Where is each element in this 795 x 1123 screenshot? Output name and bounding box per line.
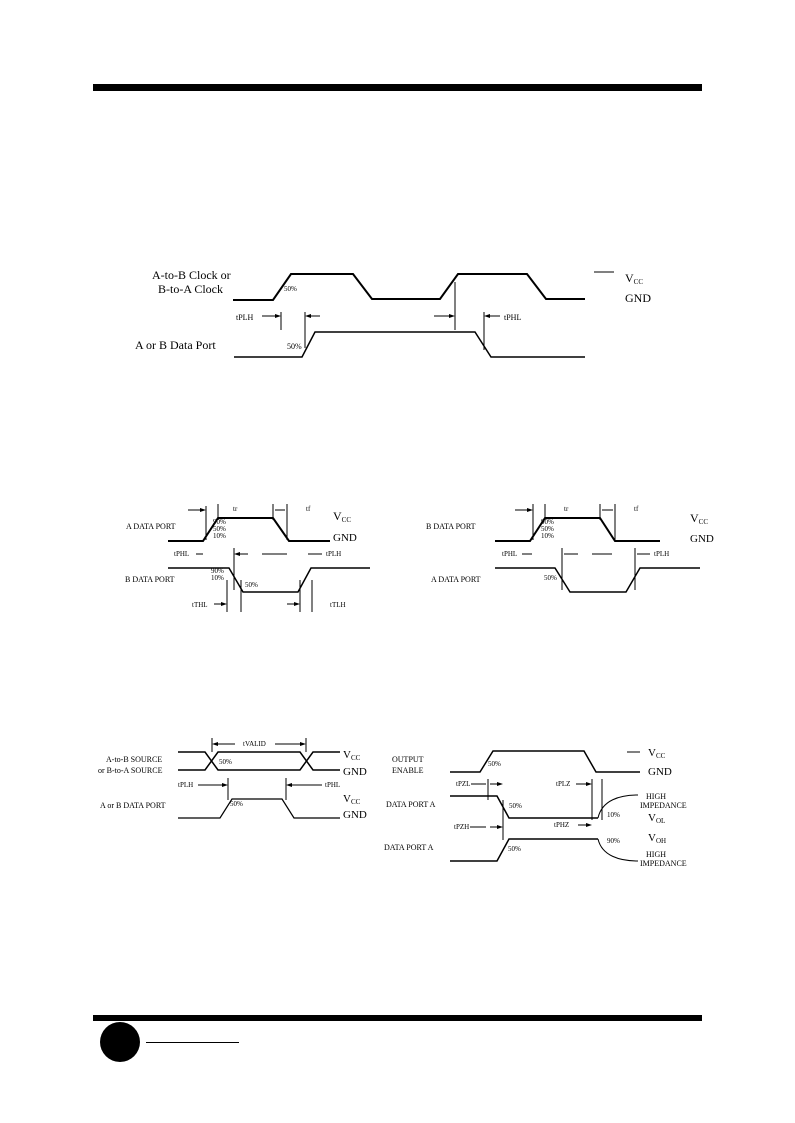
clock-to-data-timing-diagram: A-to-B Clock or B-to-A Clock A or B Data… <box>135 268 651 358</box>
vcc-label: VCC <box>343 749 361 762</box>
data-port-label: A or B DATA PORT <box>100 801 166 810</box>
pct10-label: 10% <box>213 532 226 540</box>
footer-underline <box>146 1042 239 1043</box>
b-pct90-label: 90% <box>211 567 224 575</box>
a-port-waveform <box>168 517 330 542</box>
source-to-data-valid-diagram: A-to-B SOURCE or B-to-A SOURCE A or B DA… <box>98 738 367 821</box>
tpzl-label: tPZL <box>456 780 470 788</box>
header-rule <box>93 84 702 91</box>
vcc-label: VCC <box>690 511 708 526</box>
tphl-label: tPHL <box>325 781 340 789</box>
vol-label: VOL <box>648 812 665 825</box>
vcc-label: VCC <box>333 509 351 524</box>
source-low-waveform <box>178 751 340 771</box>
b-to-a-propagation-diagram: B DATA PORT A DATA PORT tr tf VCC GND 90… <box>426 504 714 593</box>
b-data-port-label: B DATA PORT <box>125 575 175 584</box>
data-port-waveform <box>178 798 340 819</box>
hiz-label-1a: HIGH <box>646 792 666 801</box>
pct90-label: 90% <box>607 837 620 845</box>
voh-label: VOH <box>648 832 666 845</box>
vcc-label-2: VCC <box>343 793 361 806</box>
data-waveform <box>234 331 585 358</box>
clock-label-line1: A-to-B Clock or <box>152 268 231 282</box>
port-a-pct50-label: 50% <box>509 802 522 810</box>
port-a-hiz-up <box>597 794 639 819</box>
tplh-label: tPLH <box>236 313 254 322</box>
port-a-2-pct50-label: 50% <box>508 845 521 853</box>
port-a-label-2: DATA PORT A <box>384 843 434 852</box>
tphl-label: tPHL <box>504 313 521 322</box>
page-number-dot <box>100 1022 140 1062</box>
port-a-high-waveform <box>450 838 598 862</box>
gnd-label: GND <box>690 533 714 545</box>
pct50-label: 50% <box>541 525 554 533</box>
b-port-waveform <box>168 567 370 593</box>
footer-rule <box>93 1015 702 1021</box>
tpzh-label: tPZH <box>454 823 469 831</box>
source-label-line2: or B-to-A SOURCE <box>98 766 163 775</box>
a-port-waveform <box>495 567 700 593</box>
pct10-label: 10% <box>541 532 554 540</box>
source-label-line1: A-to-B SOURCE <box>106 755 162 764</box>
pct90-label: 90% <box>213 518 226 526</box>
data-port-label: A or B Data Port <box>135 338 216 352</box>
gnd-label: GND <box>625 291 651 305</box>
clock-waveform <box>233 273 585 301</box>
hiz-label-2a: HIGH <box>646 850 666 859</box>
ttlh-label: tTLH <box>330 601 346 609</box>
tr-label: tr <box>233 505 238 513</box>
tplh-label: tPLH <box>326 550 341 558</box>
pct50-label: 50% <box>219 758 232 766</box>
hiz-label-2b: IMPEDANCE <box>640 859 687 868</box>
gnd-label-2: GND <box>343 809 367 821</box>
pct90-label: 90% <box>541 518 554 526</box>
tphz-label: tPHZ <box>554 821 569 829</box>
gnd-label: GND <box>648 766 672 778</box>
gnd-label: GND <box>343 766 367 778</box>
clock-label-line2: B-to-A Clock <box>158 282 223 296</box>
b-pct10-label: 10% <box>211 574 224 582</box>
tr-label: tr <box>564 505 569 513</box>
data-50pct-label: 50% <box>287 342 302 351</box>
a-data-port-label: A DATA PORT <box>126 522 176 531</box>
tf-label: tf <box>306 505 311 513</box>
tphl-label: tPHL <box>174 550 189 558</box>
a-pct50-label: 50% <box>544 574 557 582</box>
port-a-hiz-down <box>597 838 639 862</box>
enable-pct50-label: 50% <box>488 760 501 768</box>
a-to-b-propagation-diagram: A DATA PORT B DATA PORT tr tf VCC GND 90… <box>125 504 370 612</box>
enable-disable-timing-diagram: OUTPUT ENABLE DATA PORT A DATA PORT A VC… <box>384 747 687 868</box>
b-data-port-label: B DATA PORT <box>426 522 476 531</box>
b-port-waveform <box>495 517 660 542</box>
clock-50pct-label: 50% <box>284 285 297 293</box>
tplh-label: tPLH <box>654 550 669 558</box>
enable-label-line2: ENABLE <box>392 766 424 775</box>
vcc-label: VCC <box>625 271 643 286</box>
port-a-label-1: DATA PORT A <box>386 800 436 809</box>
vcc-label: VCC <box>648 747 666 760</box>
gnd-label: GND <box>333 532 357 544</box>
valid-label: tVALID <box>243 740 266 748</box>
tf-label: tf <box>634 505 639 513</box>
a-data-port-label: A DATA PORT <box>431 575 481 584</box>
pct50-label: 50% <box>213 525 226 533</box>
data-pct50-label: 50% <box>230 800 243 808</box>
b-pct50-label: 50% <box>245 581 258 589</box>
pct10-label: 10% <box>607 811 620 819</box>
hiz-label-1b: IMPEDANCE <box>640 801 687 810</box>
enable-waveform <box>450 750 640 773</box>
tthl-label: tTHL <box>192 601 208 609</box>
port-a-low-waveform <box>450 795 598 819</box>
tplh-label: tPLH <box>178 781 193 789</box>
tphl-label: tPHL <box>502 550 517 558</box>
source-high-waveform <box>178 751 340 771</box>
enable-label-line1: OUTPUT <box>392 755 424 764</box>
tplz-label: tPLZ <box>556 780 570 788</box>
